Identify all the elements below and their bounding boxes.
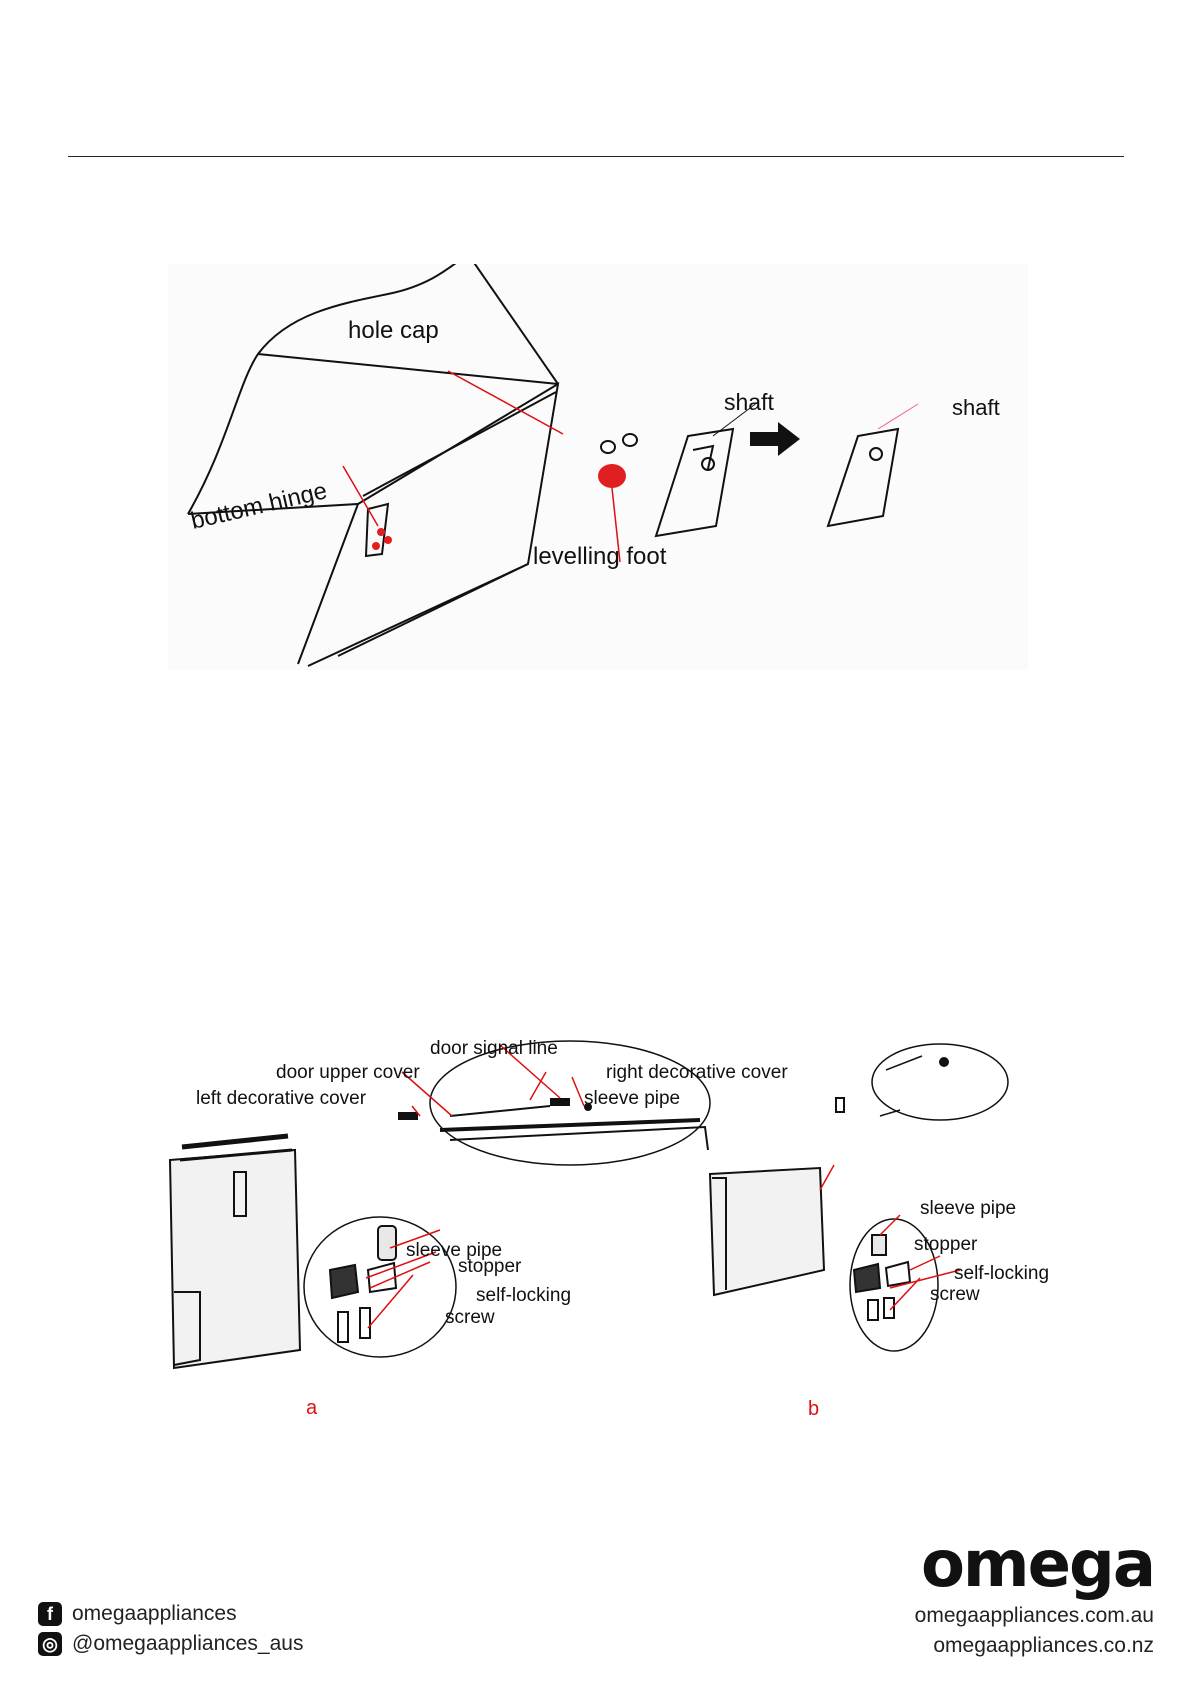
label-screw-b: screw	[930, 1284, 980, 1305]
instagram-handle: @omegaappliances_aus	[72, 1632, 304, 1655]
website-au[interactable]: omegaappliances.com.au	[914, 1604, 1154, 1627]
facebook-handle: omegaappliances	[72, 1602, 237, 1625]
label-shaft-2: shaft	[952, 395, 1000, 420]
label-stopper-b: stopper	[914, 1234, 978, 1255]
label-door-upper-cover: door upper cover	[276, 1062, 420, 1083]
label-stopper-a: stopper	[458, 1256, 522, 1277]
label-levelling-foot: levelling foot	[533, 543, 667, 570]
door-b	[708, 1166, 826, 1297]
hinge-sketch-1	[364, 502, 390, 558]
arrow-icon	[750, 422, 800, 456]
label-sleeve-pipe-a: sleeve pipe	[406, 1240, 502, 1261]
label-left-decorative-cover: left decorative cover	[196, 1088, 367, 1109]
hinge-removal-figure: hole cap bottom hinge levelling foot sha…	[168, 264, 1028, 670]
label-sleeve-pipe-top: sleeve pipe	[584, 1088, 680, 1109]
label-screw-a: screw	[445, 1307, 495, 1328]
instagram-link[interactable]: ◎ @omegaappliances_aus	[38, 1632, 303, 1656]
label-shaft-1: shaft	[724, 389, 774, 415]
facebook-link[interactable]: f omegaappliances	[38, 1602, 237, 1626]
website-nz[interactable]: omegaappliances.co.nz	[933, 1634, 1154, 1657]
instagram-icon: ◎	[38, 1632, 62, 1656]
levelling-foot-icon	[598, 464, 626, 488]
caption-a: a	[306, 1397, 318, 1419]
door-reversal-figure: door signal line door upper cover right …	[160, 1030, 1070, 1420]
label-sleeve-pipe-b: sleeve pipe	[920, 1198, 1016, 1219]
header-rule	[68, 156, 1124, 157]
label-self-locking-b: self-locking	[954, 1263, 1049, 1284]
brand-logo: omega	[920, 1528, 1156, 1602]
label-self-locking-a: self-locking	[476, 1285, 571, 1306]
label-hole-cap: hole cap	[348, 317, 439, 344]
hinge-detail-2	[826, 427, 900, 528]
label-door-signal-line: door signal line	[430, 1038, 558, 1059]
hinge-detail-1	[654, 427, 735, 538]
facebook-icon: f	[38, 1602, 62, 1626]
label-right-decorative-cover: right decorative cover	[606, 1062, 788, 1083]
hole-cap-icon	[600, 433, 638, 454]
caption-b: b	[808, 1398, 819, 1420]
